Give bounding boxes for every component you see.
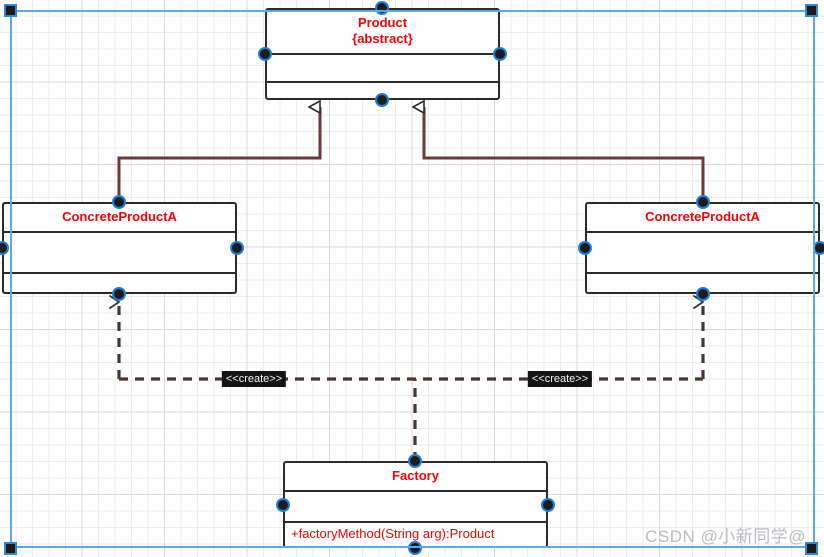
class-box-concrete-product-b[interactable]: ConcreteProductA: [585, 202, 820, 294]
stereotype-label-create-right[interactable]: <<create>>: [527, 371, 593, 387]
class-operations-factory: +factoryMethod(String arg):Product: [291, 526, 495, 541]
selection-handle-top-left[interactable]: [4, 4, 17, 17]
generalization-concrete-b-to-product: [424, 107, 705, 202]
watermark-text: CSDN @小新同学@: [645, 527, 806, 546]
class-box-concrete-product-a[interactable]: ConcreteProductA: [2, 202, 237, 294]
class-box-product[interactable]: Product {abstract}: [265, 8, 500, 100]
stereotype-label-create-left[interactable]: <<create>>: [221, 371, 287, 387]
dependency-trunk: [119, 377, 703, 461]
class-title-product: Product {abstract}: [267, 10, 498, 55]
class-attributes-concrete-product-a: [4, 233, 235, 274]
class-box-factory[interactable]: Factory +factoryMethod(String arg):Produ…: [283, 461, 548, 548]
class-attributes-factory: [285, 492, 546, 523]
class-operations-concrete-product-a: [4, 274, 235, 292]
class-operations-concrete-product-b: [587, 274, 818, 292]
generalization-concrete-a-to-product: [117, 107, 322, 202]
class-title-concrete-product-a: ConcreteProductA: [4, 204, 235, 233]
class-operations-product: [267, 83, 498, 101]
selection-handle-bottom-left[interactable]: [4, 542, 17, 555]
class-attributes-product: [267, 55, 498, 83]
selection-handle-top-right[interactable]: [805, 4, 818, 17]
class-attributes-concrete-product-b: [587, 233, 818, 274]
selection-handle-bottom-right[interactable]: [805, 542, 818, 555]
class-title-concrete-product-b: ConcreteProductA: [587, 204, 818, 233]
class-title-factory: Factory: [285, 463, 546, 492]
